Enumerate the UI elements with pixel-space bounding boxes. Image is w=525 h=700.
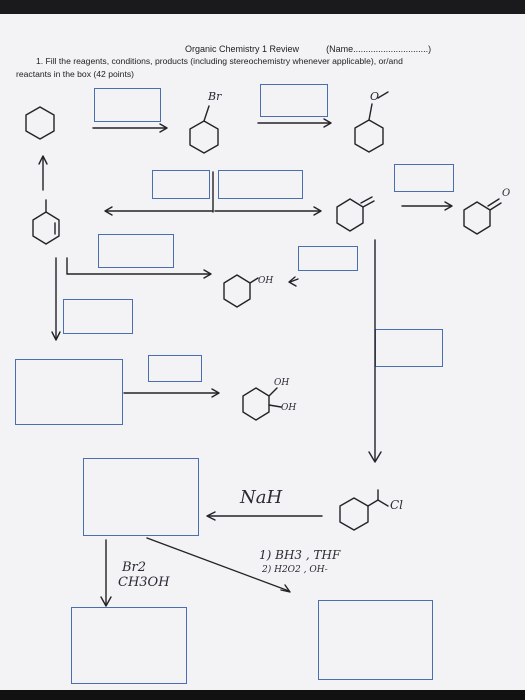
methoxy-o-label: O (370, 90, 380, 103)
answer-box-row3-left[interactable] (98, 234, 174, 268)
methanol-reagent-label: CH3OH (118, 575, 170, 590)
answer-box-row6-large[interactable] (83, 458, 199, 536)
methoxy-cyclohexane-ring (354, 119, 384, 153)
answer-box-bottom-right[interactable] (318, 600, 433, 680)
carbonyl-o-label: O (502, 188, 511, 199)
nah-reagent-label: NaH (240, 487, 283, 508)
methylene-cyclohexane-ring (336, 198, 364, 232)
cyclohexanone-ring (463, 201, 491, 235)
bromine-reagent-label: Br2 (122, 560, 147, 575)
answer-box-row4-left[interactable] (63, 299, 133, 334)
answer-box-row2-middle[interactable] (218, 170, 303, 199)
hydroboration-step2-label: 2) H2O2 , OH- (262, 565, 328, 575)
name-field-label: (Name..............................) (326, 44, 432, 54)
answer-box-bottom-left[interactable] (71, 607, 187, 684)
answer-box-row5-middle[interactable] (148, 355, 202, 382)
bromo-cyclohexane-ring (189, 120, 219, 154)
diol-oh-bottom-label: OH (281, 403, 297, 413)
answer-box-row5-left-large[interactable] (15, 359, 123, 425)
br-substituent-label: Br (208, 90, 222, 103)
answer-box-row3-right[interactable] (298, 246, 358, 271)
cyclohexyl-alcohol-ring (223, 274, 251, 308)
worksheet-header: Organic Chemistry 1 Review (Name........… (185, 44, 431, 54)
worksheet-title: Organic Chemistry 1 Review (185, 44, 300, 54)
cyclohexene-ring-left (32, 211, 60, 245)
instructions-line-1: 1. Fill the reagents, conditions, produc… (36, 56, 403, 66)
answer-box-row2-right[interactable] (394, 164, 454, 192)
chloro-cyclohexane-ring (339, 497, 369, 531)
cyclohexane-ring-top-left (25, 106, 55, 140)
answer-box-row1-reagent[interactable] (94, 88, 161, 122)
diol-cyclohexane-ring (242, 387, 270, 421)
answer-box-row1-bromide-reagent[interactable] (260, 84, 328, 117)
chloride-label: Cl (390, 498, 404, 512)
diol-oh-top-label: OH (274, 378, 290, 388)
worksheet-paper (0, 14, 525, 700)
answer-box-row2-left[interactable] (152, 170, 210, 199)
instructions-line-2: reactants in the box (42 points) (16, 69, 134, 79)
hydroboration-step1-label: 1) BH3 , THF (259, 548, 341, 562)
screen-bottom-edge (0, 690, 525, 700)
alcohol-oh-label: OH (258, 276, 274, 286)
